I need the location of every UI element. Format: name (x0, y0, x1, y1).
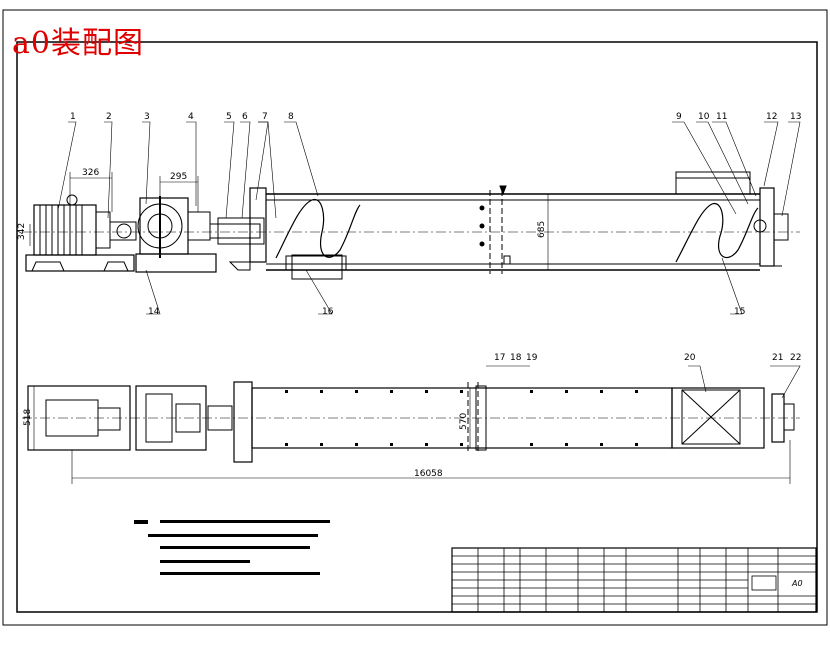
motor (33, 194, 137, 256)
balloon-5: 5 (226, 112, 232, 122)
dim-326: 326 (82, 168, 99, 178)
balloon-20: 20 (684, 353, 696, 363)
dim-16058: 16058 (414, 469, 443, 479)
balloon-21: 21 (772, 353, 783, 363)
balloon-15: 15 (734, 307, 745, 317)
balloon-16: 16 (322, 307, 334, 317)
balloon-2: 2 (106, 112, 112, 122)
gearbox-plan (135, 385, 207, 451)
dim-570: 570 (459, 413, 469, 430)
balloon-7: 7 (262, 112, 268, 122)
screw-trough (228, 187, 782, 274)
tail-bearing (773, 213, 789, 241)
outlet-plan (681, 389, 741, 445)
screw-flight (275, 198, 759, 263)
balloon-11: 11 (716, 112, 727, 122)
technical-notes (134, 520, 330, 575)
title-block (451, 547, 817, 613)
outlet (675, 171, 751, 195)
outer-border (2, 9, 828, 626)
balloon-9: 9 (676, 112, 682, 122)
balloon-13: 13 (790, 112, 801, 122)
motor-base (25, 254, 135, 272)
leader-lines (57, 121, 801, 315)
balloon-19: 19 (526, 353, 538, 363)
front-view (22, 171, 800, 280)
balloon-4: 4 (188, 112, 194, 122)
balloon-3: 3 (144, 112, 150, 122)
balloon-22: 22 (790, 353, 801, 363)
dim-295: 295 (170, 172, 187, 182)
balloon-10: 10 (698, 112, 710, 122)
sheet-size: A0 (791, 579, 803, 588)
motor-plan (27, 385, 131, 451)
dim-342: 342 (17, 223, 27, 240)
gearbox (137, 196, 261, 258)
drive-bearing (217, 217, 265, 245)
balloon-14: 14 (148, 307, 160, 317)
balloon-18: 18 (510, 353, 522, 363)
balloon-1: 1 (70, 112, 76, 122)
dim-518: 518 (23, 409, 33, 426)
balloon-17: 17 (494, 353, 505, 363)
gearbox-base (135, 253, 217, 273)
inlet (285, 255, 347, 270)
inlet-chute (291, 254, 343, 280)
dim-685: 685 (537, 221, 547, 238)
plan-view (22, 365, 801, 484)
balloon-8: 8 (288, 112, 294, 122)
balloon-12: 12 (766, 112, 777, 122)
drawing-title: a0装配图 (12, 26, 144, 61)
balloon-6: 6 (242, 112, 248, 122)
inner-border (16, 41, 818, 613)
